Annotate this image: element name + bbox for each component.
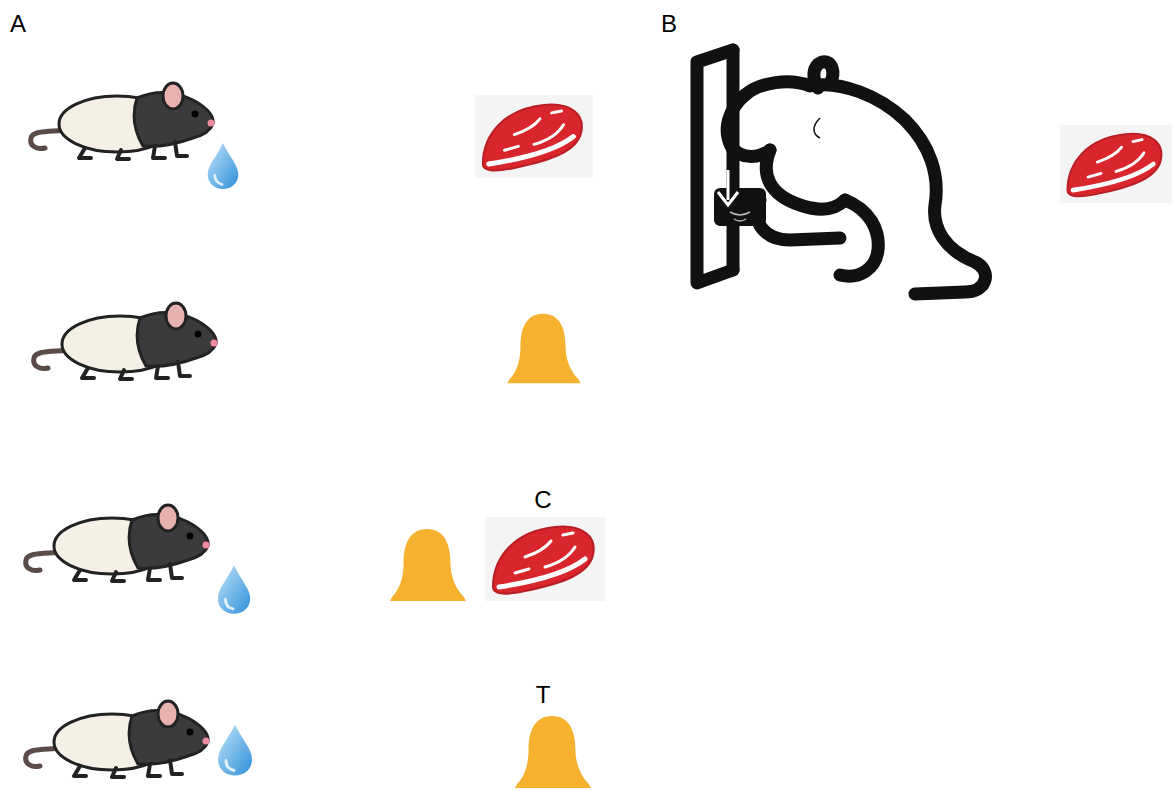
panel-letter: B: [661, 12, 677, 36]
condition-letter: C: [534, 488, 551, 512]
condition-letter: T: [536, 683, 551, 707]
panel-letter: A: [10, 12, 26, 36]
